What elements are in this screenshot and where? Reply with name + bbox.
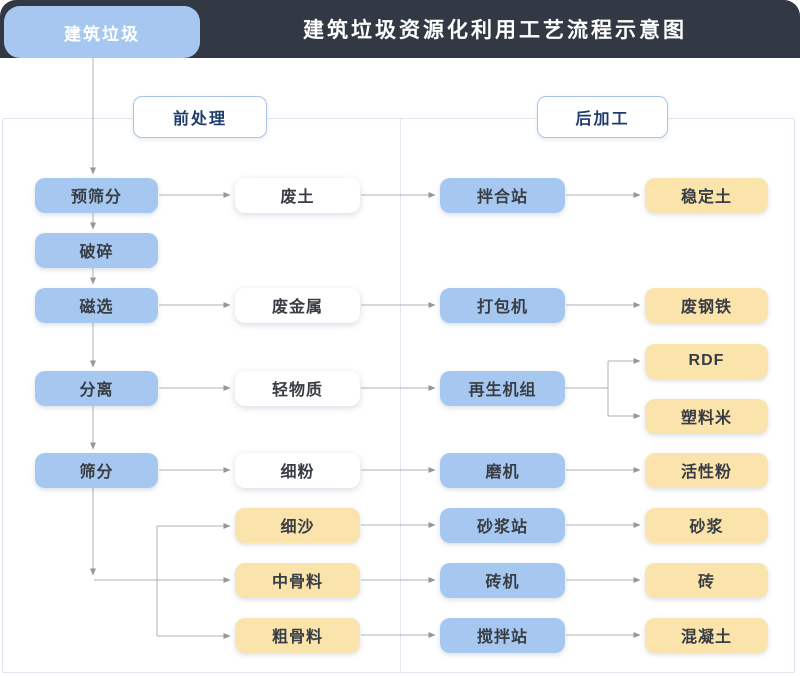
flow-node-material: 砖 (645, 562, 768, 598)
section-label-post-processing: 后加工 (537, 96, 668, 138)
flow-node-machine: 搅拌站 (440, 617, 565, 653)
flow-node-material: 塑料米 (645, 398, 768, 434)
flow-node-material: 中骨料 (235, 562, 360, 598)
source-tab-label: 建筑垃圾 (64, 24, 140, 44)
flow-node-process: 分离 (35, 370, 158, 406)
flow-node-byproduct: 细粉 (235, 452, 360, 488)
flow-node-material: 细沙 (235, 507, 360, 543)
flow-node-machine: 磨机 (440, 452, 565, 488)
flow-node-material: 粗骨料 (235, 617, 360, 653)
flow-node-machine: 砖机 (440, 562, 565, 598)
flow-node-machine: 拌合站 (440, 177, 565, 213)
flow-node-process: 预筛分 (35, 177, 158, 213)
flow-area (2, 118, 795, 673)
section-divider (400, 119, 401, 672)
flow-node-process: 筛分 (35, 452, 158, 488)
flow-node-machine: 再生机组 (440, 370, 565, 406)
flow-node-material: RDF (645, 343, 768, 379)
flow-node-material: 砂浆 (645, 507, 768, 543)
section-label-pre-processing: 前处理 (133, 96, 267, 138)
flow-node-material: 混凝土 (645, 617, 768, 653)
flow-node-material: 废钢铁 (645, 287, 768, 323)
flow-node-process: 磁选 (35, 287, 158, 323)
diagram-title: 建筑垃圾资源化利用工艺流程示意图 (303, 19, 687, 42)
source-tab: 建筑垃圾 (4, 6, 200, 58)
flow-node-machine: 砂浆站 (440, 507, 565, 543)
flow-node-byproduct: 轻物质 (235, 370, 360, 406)
flow-node-byproduct: 废金属 (235, 287, 360, 323)
flow-node-process: 破碎 (35, 232, 158, 268)
flow-node-machine: 打包机 (440, 287, 565, 323)
flow-node-material: 活性粉 (645, 452, 768, 488)
flow-node-byproduct: 废土 (235, 177, 360, 213)
flow-node-material: 稳定土 (645, 177, 768, 213)
